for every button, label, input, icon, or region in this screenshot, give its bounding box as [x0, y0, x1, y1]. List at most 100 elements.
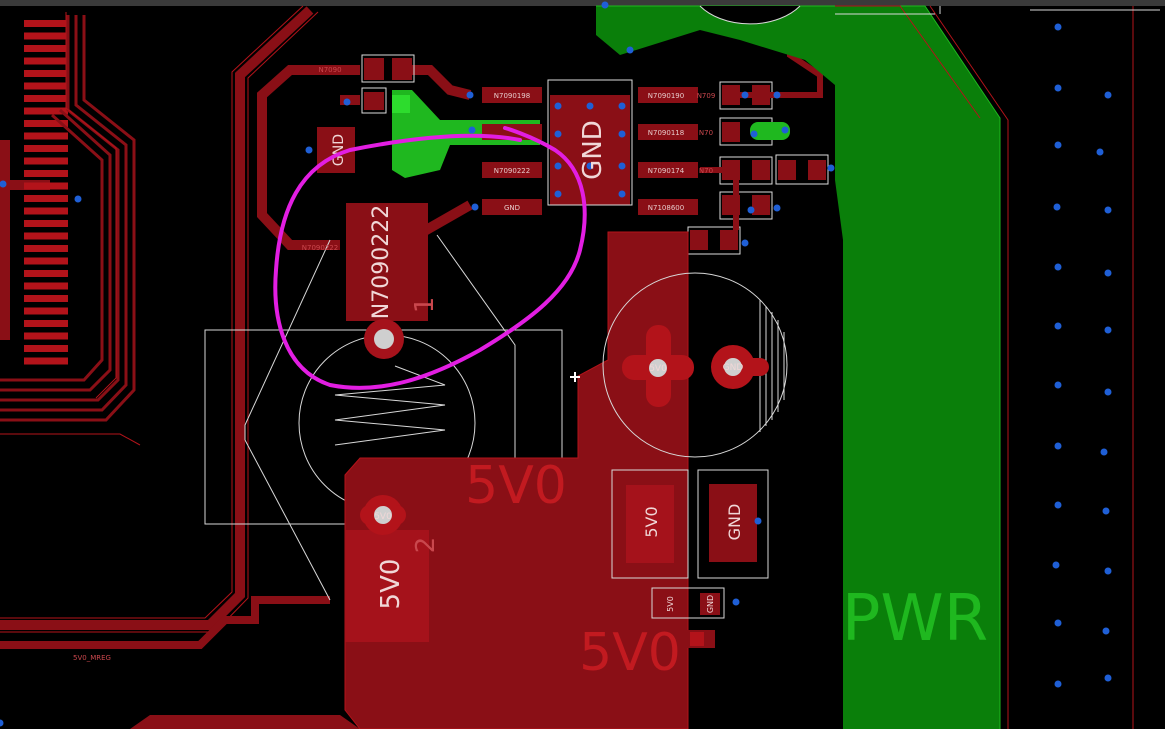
net-n7090118-label: N7090118 [648, 129, 684, 137]
via [741, 91, 749, 99]
left-ic-pin [24, 45, 68, 52]
via [754, 517, 762, 525]
pwr-plane-label: PWR [842, 582, 988, 656]
chip-pin1-label: 1 [410, 297, 440, 314]
net-gnd-small-label: GND [504, 204, 520, 212]
small-pads-bottom [651, 587, 725, 648]
via [618, 102, 626, 110]
left-ic-pin [24, 332, 68, 340]
via [781, 126, 789, 134]
left-ic-pin [24, 132, 68, 140]
via [1054, 322, 1062, 330]
right-passive-pads [690, 85, 826, 250]
via [305, 146, 313, 154]
pad-5v0-mid-shape [611, 469, 689, 579]
outer-power-trace-outline [0, 5, 319, 633]
resistor-outline [361, 54, 415, 114]
via [74, 195, 82, 203]
left-ic-pin [24, 70, 68, 77]
via [626, 46, 634, 54]
gnd-top-label: GND [578, 120, 608, 180]
main-ic-pad [346, 203, 428, 321]
via [1102, 507, 1110, 515]
net-frag-4: N70 [699, 167, 713, 175]
left-ic-pin [24, 157, 68, 165]
via [1054, 680, 1062, 688]
left-ic-pin [24, 282, 68, 290]
net-frag-1: N7090 [318, 66, 341, 74]
left-fanout-traces [0, 15, 136, 422]
left-ic-pin [24, 220, 68, 227]
via [471, 203, 479, 211]
window-top-strip [0, 0, 1165, 6]
via [773, 91, 781, 99]
hole-5v0-b-label: 5V0 [374, 512, 392, 522]
net-frag-5: N7090222 [302, 244, 338, 252]
via [554, 102, 562, 110]
left-ic-pin [24, 120, 68, 127]
left-ic-pin [24, 320, 68, 327]
outer-power-trace [0, 6, 314, 630]
left-ic-pin [24, 295, 68, 302]
via [0, 180, 7, 188]
left-ic-pin [24, 307, 68, 315]
via [466, 91, 474, 99]
via [1104, 567, 1112, 575]
net-n7108600-label: N7108600 [648, 204, 684, 212]
hole-gnd-shape [711, 345, 769, 389]
top-ic-body [547, 79, 633, 206]
vias [0, 1, 1112, 727]
main-ic-pin1 [364, 319, 404, 359]
top-ic-left-pads [482, 87, 542, 215]
left-ic-pin [24, 182, 68, 190]
via [1096, 148, 1104, 156]
via [1054, 501, 1062, 509]
left-ic-pin [24, 195, 68, 202]
pad-5v0-small-label: 5V0 [666, 596, 675, 612]
net-frag-3: N70 [699, 129, 713, 137]
via [1104, 206, 1112, 214]
net-frag-6: 5V0_MREG [73, 654, 111, 662]
via [827, 164, 835, 172]
top-right-silkscreen [835, 6, 1160, 15]
cursor-crosshair-icon [570, 372, 580, 382]
via [1102, 627, 1110, 635]
lower-left-trace [0, 596, 330, 649]
via [1054, 141, 1062, 149]
left-ic-pin [24, 357, 68, 365]
left-ic-pin [24, 170, 68, 177]
left-ic-pin [24, 82, 68, 90]
left-ic-pin [24, 270, 68, 277]
magenta-annotation-circle [273, 126, 587, 390]
via [1054, 23, 1062, 31]
pad-gnd-mid-label: GND [725, 504, 744, 541]
via [1104, 388, 1112, 396]
net-n7090174-label: N7090174 [648, 167, 685, 175]
via [1052, 561, 1060, 569]
left-pin-pads [24, 20, 68, 365]
left-ic-pin [24, 257, 68, 265]
right-edge-lines [835, 5, 1134, 729]
pad-5v0-left-shape [345, 530, 429, 642]
left-ic-pin [24, 107, 68, 115]
pad-gnd-small-label: GND [706, 595, 715, 613]
left-ic-pin [24, 95, 68, 102]
main-ic-pin2 [360, 495, 406, 535]
top-circle-cutout [699, 5, 801, 25]
green-pad-right [750, 122, 790, 140]
chip-main-label: N7090222 [369, 205, 394, 319]
via [554, 130, 562, 138]
via [1104, 269, 1112, 277]
left-board-edge-lines [0, 12, 141, 446]
plane-5v0-lower-label: 5V0 [579, 623, 681, 683]
via [0, 719, 4, 727]
net-frag-2: N709 [697, 92, 716, 100]
via [554, 162, 562, 170]
via [1104, 674, 1112, 682]
via [1054, 84, 1062, 92]
via [773, 204, 781, 212]
small-resistor-pads [364, 58, 412, 110]
via [1104, 326, 1112, 334]
via [1100, 448, 1108, 456]
